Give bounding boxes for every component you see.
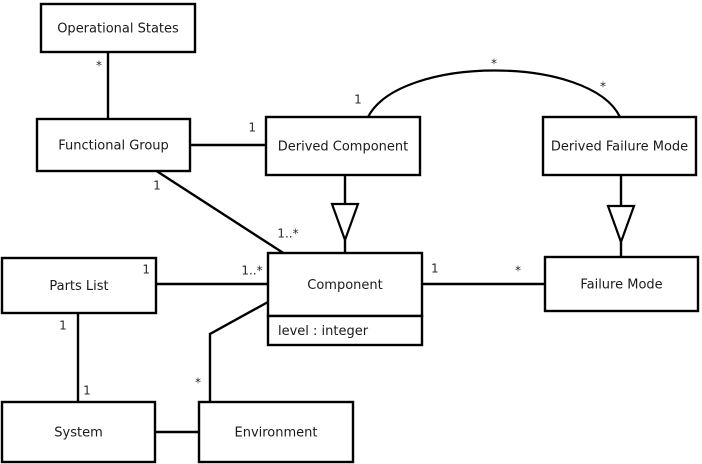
association-line	[208, 300, 269, 402]
class-box-rect[interactable]	[543, 255, 700, 313]
association-functionalgroup-component	[154, 168, 289, 258]
association-derivedcomponent-derivedfailuremode	[367, 69, 621, 118]
multiplicity-label: *	[96, 59, 102, 73]
association-derivedcomponent-component-generalization	[330, 175, 360, 253]
class-box-operational-states[interactable]: Operational States	[39, 2, 197, 54]
multiplicity-label: *	[515, 264, 521, 278]
class-box-derived-component[interactable]: Derived Component	[264, 115, 422, 177]
class-box-rect[interactable]	[0, 400, 157, 464]
multiplicity-label: 1	[248, 121, 256, 135]
multiplicity-label: 1..*	[241, 264, 262, 278]
association-component-environment	[208, 300, 269, 402]
class-box-rect[interactable]	[35, 117, 192, 173]
class-box-failure-mode[interactable]: Failure Mode	[543, 255, 700, 313]
generalization-triangle-icon	[330, 202, 360, 244]
class-attribute-compartment[interactable]	[266, 314, 424, 347]
multiplicity-label-layer: * 1 1 1..* 1 * * 1 1..* 1 * 1 1 *	[59, 57, 606, 398]
class-name-label: Derived Component	[278, 140, 409, 155]
class-box-rect[interactable]	[264, 115, 422, 177]
multiplicity-label: *	[195, 376, 201, 390]
association-layer	[76, 52, 636, 434]
multiplicity-label: 1	[153, 179, 161, 193]
class-box-parts-list[interactable]: Parts List	[0, 256, 158, 315]
multiplicity-label: 1	[431, 262, 439, 276]
multiplicity-label: 1..*	[277, 227, 298, 241]
class-name-label: Operational States	[57, 22, 179, 37]
class-box-derived-failure-mode[interactable]: Derived Failure Mode	[541, 115, 698, 177]
class-name-label: Derived Failure Mode	[551, 140, 688, 155]
multiplicity-label: 1	[354, 93, 362, 107]
multiplicity-label: 1	[142, 263, 150, 277]
association-derivedfailuremode-failuremode-generalization	[606, 175, 636, 257]
class-name-label: Functional Group	[58, 139, 169, 154]
association-line	[154, 168, 289, 258]
class-name-label: Parts List	[49, 279, 108, 294]
class-box-rect[interactable]	[541, 115, 698, 177]
class-box-functional-group[interactable]: Functional Group	[35, 117, 192, 173]
class-name-label: System	[54, 426, 102, 441]
generalization-triangle-icon	[606, 204, 636, 246]
class-box-system[interactable]: System	[0, 400, 157, 464]
class-attribute-label: level : integer	[278, 324, 369, 339]
multiplicity-label: *	[600, 80, 606, 94]
class-box-component[interactable]: Component level : integer	[266, 251, 424, 347]
multiplicity-label: 1	[83, 384, 91, 398]
class-box-rect[interactable]	[39, 2, 197, 54]
class-box-rect[interactable]	[197, 400, 355, 464]
multiplicity-label: *	[491, 57, 497, 71]
class-box-rect[interactable]	[0, 256, 158, 315]
association-curve	[367, 69, 621, 118]
class-box-environment[interactable]: Environment	[197, 400, 355, 464]
class-name-label: Failure Mode	[580, 278, 662, 293]
class-name-label: Environment	[234, 426, 317, 441]
multiplicity-label: 1	[59, 319, 67, 333]
class-box-rect[interactable]	[266, 251, 424, 318]
class-name-label: Component	[307, 278, 382, 293]
